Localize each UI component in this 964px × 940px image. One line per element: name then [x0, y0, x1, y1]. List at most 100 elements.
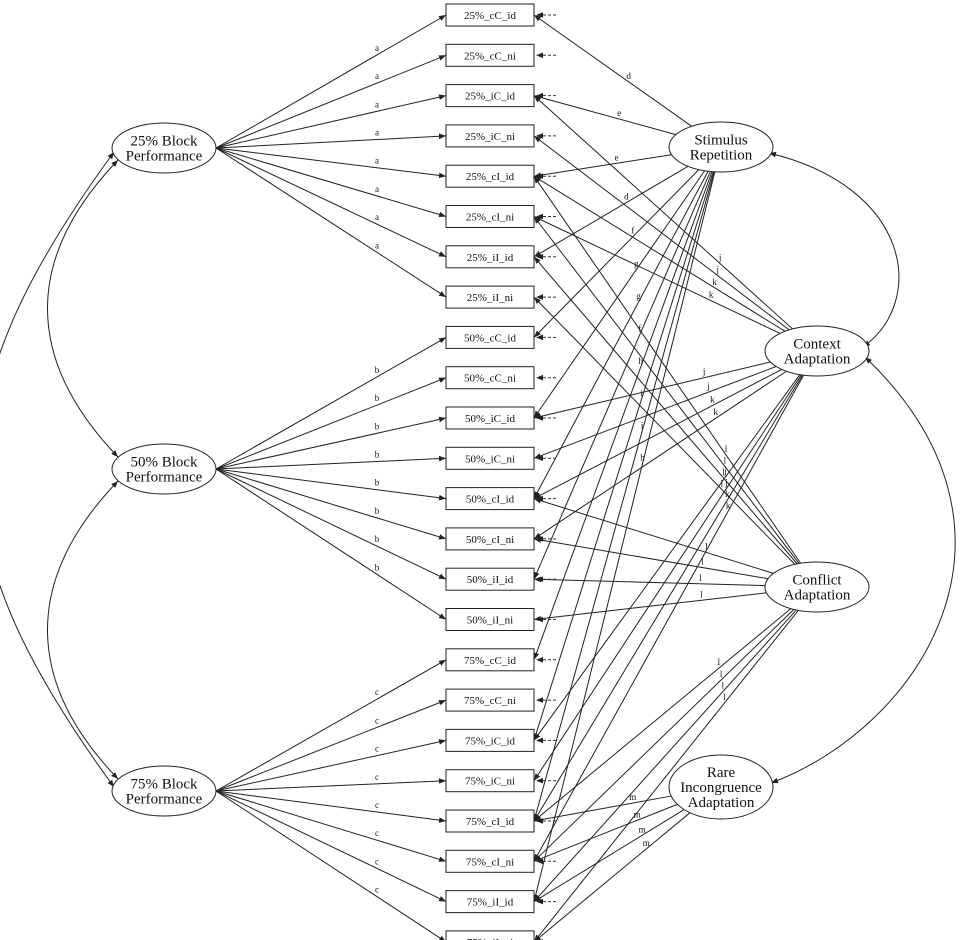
path-label-stim-0: d — [626, 71, 631, 81]
path-label-b50-12: b — [375, 478, 380, 488]
observed-75%_cI_id: 75%_cI_id — [445, 809, 535, 833]
observed-25%_iC_ni: 25%_iC_ni — [445, 124, 535, 148]
observed-50%_cC_id: 50%_cC_id — [445, 325, 535, 349]
path-label-b50-14: b — [375, 534, 380, 544]
observed-label: 75%_iI_id — [467, 897, 514, 909]
observed-box — [445, 809, 535, 833]
path-label-b75-18: c — [375, 744, 379, 754]
path-b75-to-obs-19 — [215, 778, 447, 792]
path-label-rare-2: m — [639, 824, 646, 834]
path-label-conf-7: l — [700, 589, 703, 599]
path-b75-to-obs-21 — [215, 790, 447, 862]
latent-ellipse — [668, 754, 774, 820]
path-b50-to-obs-12 — [215, 468, 447, 501]
observed-box — [445, 487, 535, 511]
path-b50-to-obs-9 — [215, 377, 447, 470]
path-conf-to-obs-13 — [533, 537, 769, 580]
latent-label-line: Performance — [126, 470, 203, 486]
path-ctx-to-obs-18 — [533, 374, 801, 741]
observed-box — [445, 205, 535, 228]
observed-75%_iC_id: 75%_iC_id — [445, 728, 535, 752]
path-b75-to-obs-22 — [215, 790, 447, 903]
latent-label-line: Performance — [126, 792, 203, 808]
latent-label-line: Rare — [707, 765, 736, 781]
observed-label: 50%_cI_id — [466, 494, 515, 506]
observed-label: 50%_cC_ni — [464, 373, 516, 385]
path-label-b50-13: b — [375, 506, 380, 516]
path-label-ctx-11: k — [726, 500, 731, 510]
path-label-stim-8: h — [639, 356, 644, 366]
path-stim-to-obs-16 — [533, 171, 713, 660]
path-label-conf-9: l — [720, 669, 723, 679]
observed-25%_iI_id: 25%_iI_id — [445, 245, 535, 269]
observed-box — [445, 930, 535, 940]
observed-label: 50%_iI_ni — [467, 615, 513, 627]
path-b25-to-obs-2 — [215, 94, 447, 149]
path-label-conf-5: l — [701, 557, 704, 567]
observed-25%_iI_ni: 25%_iI_ni — [445, 285, 535, 309]
observed-75%_iI_ni: 75%_iI_ni — [445, 930, 535, 940]
observed-box — [445, 890, 535, 914]
path-label-stim-9: i — [640, 388, 643, 398]
path-label-b75-22: c — [375, 856, 379, 866]
observed-50%_cC_ni: 50%_cC_ni — [445, 366, 535, 390]
latent-label-line: 50% Block — [130, 455, 198, 471]
path-conf-to-obs-4 — [533, 175, 802, 564]
observed-box — [445, 366, 535, 390]
path-b75-to-obs-20 — [215, 790, 447, 823]
covariance-ctx-rare — [770, 356, 956, 784]
path-label-ctx-0: j — [718, 253, 722, 263]
path-b25-to-obs-0 — [215, 14, 447, 149]
path-b50-to-obs-8 — [215, 336, 447, 470]
path-label-conf-11: l — [723, 692, 726, 702]
path-label-stim-3: d — [624, 192, 629, 202]
path-ctx-to-obs-4 — [533, 175, 786, 332]
path-label-stim-11: h — [640, 453, 645, 463]
latent-label-line: Stimulus — [694, 133, 748, 149]
covariance-stim-ctx — [768, 151, 900, 348]
path-label-b25-4: a — [375, 156, 379, 166]
path-label-ctx-7: k — [714, 407, 719, 417]
observed-25%_cI_ni: 25%_cI_ni — [445, 205, 535, 228]
observed-label: 25%_cC_ni — [464, 50, 516, 62]
observed-label: 25%_cI_id — [466, 171, 515, 183]
path-label-b75-19: c — [375, 772, 379, 782]
covariance-b25-b75 — [0, 151, 115, 788]
latent-label-line: Repetition — [690, 148, 753, 164]
path-ctx-to-obs-11 — [533, 366, 777, 459]
observed-75%_cC_ni: 75%_cC_ni — [445, 688, 535, 712]
path-b50-to-obs-15 — [215, 468, 447, 620]
path-label-ctx-3: k — [709, 290, 714, 300]
path-b25-to-obs-4 — [215, 147, 447, 179]
observed-label: 75%_cC_ni — [464, 695, 516, 707]
observed-box — [445, 245, 535, 269]
observed-label: 75%_cI_ni — [466, 856, 514, 868]
loading-paths-layer — [215, 14, 805, 940]
path-rare-to-obs-20 — [533, 795, 672, 823]
path-label-b25-7: a — [375, 240, 379, 250]
latent-label-line: Performance — [126, 149, 203, 165]
path-label-ctx-6: k — [710, 395, 715, 405]
path-b75-to-obs-16 — [215, 659, 447, 792]
latent-label-line: 75% Block — [130, 777, 198, 793]
path-ctx-to-obs-19 — [533, 374, 802, 781]
path-label-b50-8: b — [375, 365, 380, 375]
path-label-ctx-1: j — [715, 265, 719, 275]
observed-label: 25%_cI_ni — [466, 212, 514, 224]
observed-50%_iC_id: 50%_iC_id — [445, 406, 535, 430]
path-conf-to-obs-7 — [533, 296, 796, 565]
latent-label-line: Incongruence — [680, 780, 762, 796]
covariance-b50-b75 — [47, 480, 119, 780]
path-rare-to-obs-21 — [533, 803, 678, 862]
path-b50-to-obs-13 — [215, 468, 447, 540]
latent-label-line: Adaptation — [784, 352, 851, 368]
observed-label: 75%_cI_id — [466, 816, 515, 828]
observed-box — [445, 164, 535, 188]
path-b25-to-obs-1 — [215, 54, 447, 149]
observed-75%_iI_id: 75%_iI_id — [445, 890, 535, 914]
observed-box — [445, 124, 535, 148]
observed-box — [445, 406, 535, 430]
observed-75%_cC_id: 75%_cC_id — [445, 648, 535, 672]
